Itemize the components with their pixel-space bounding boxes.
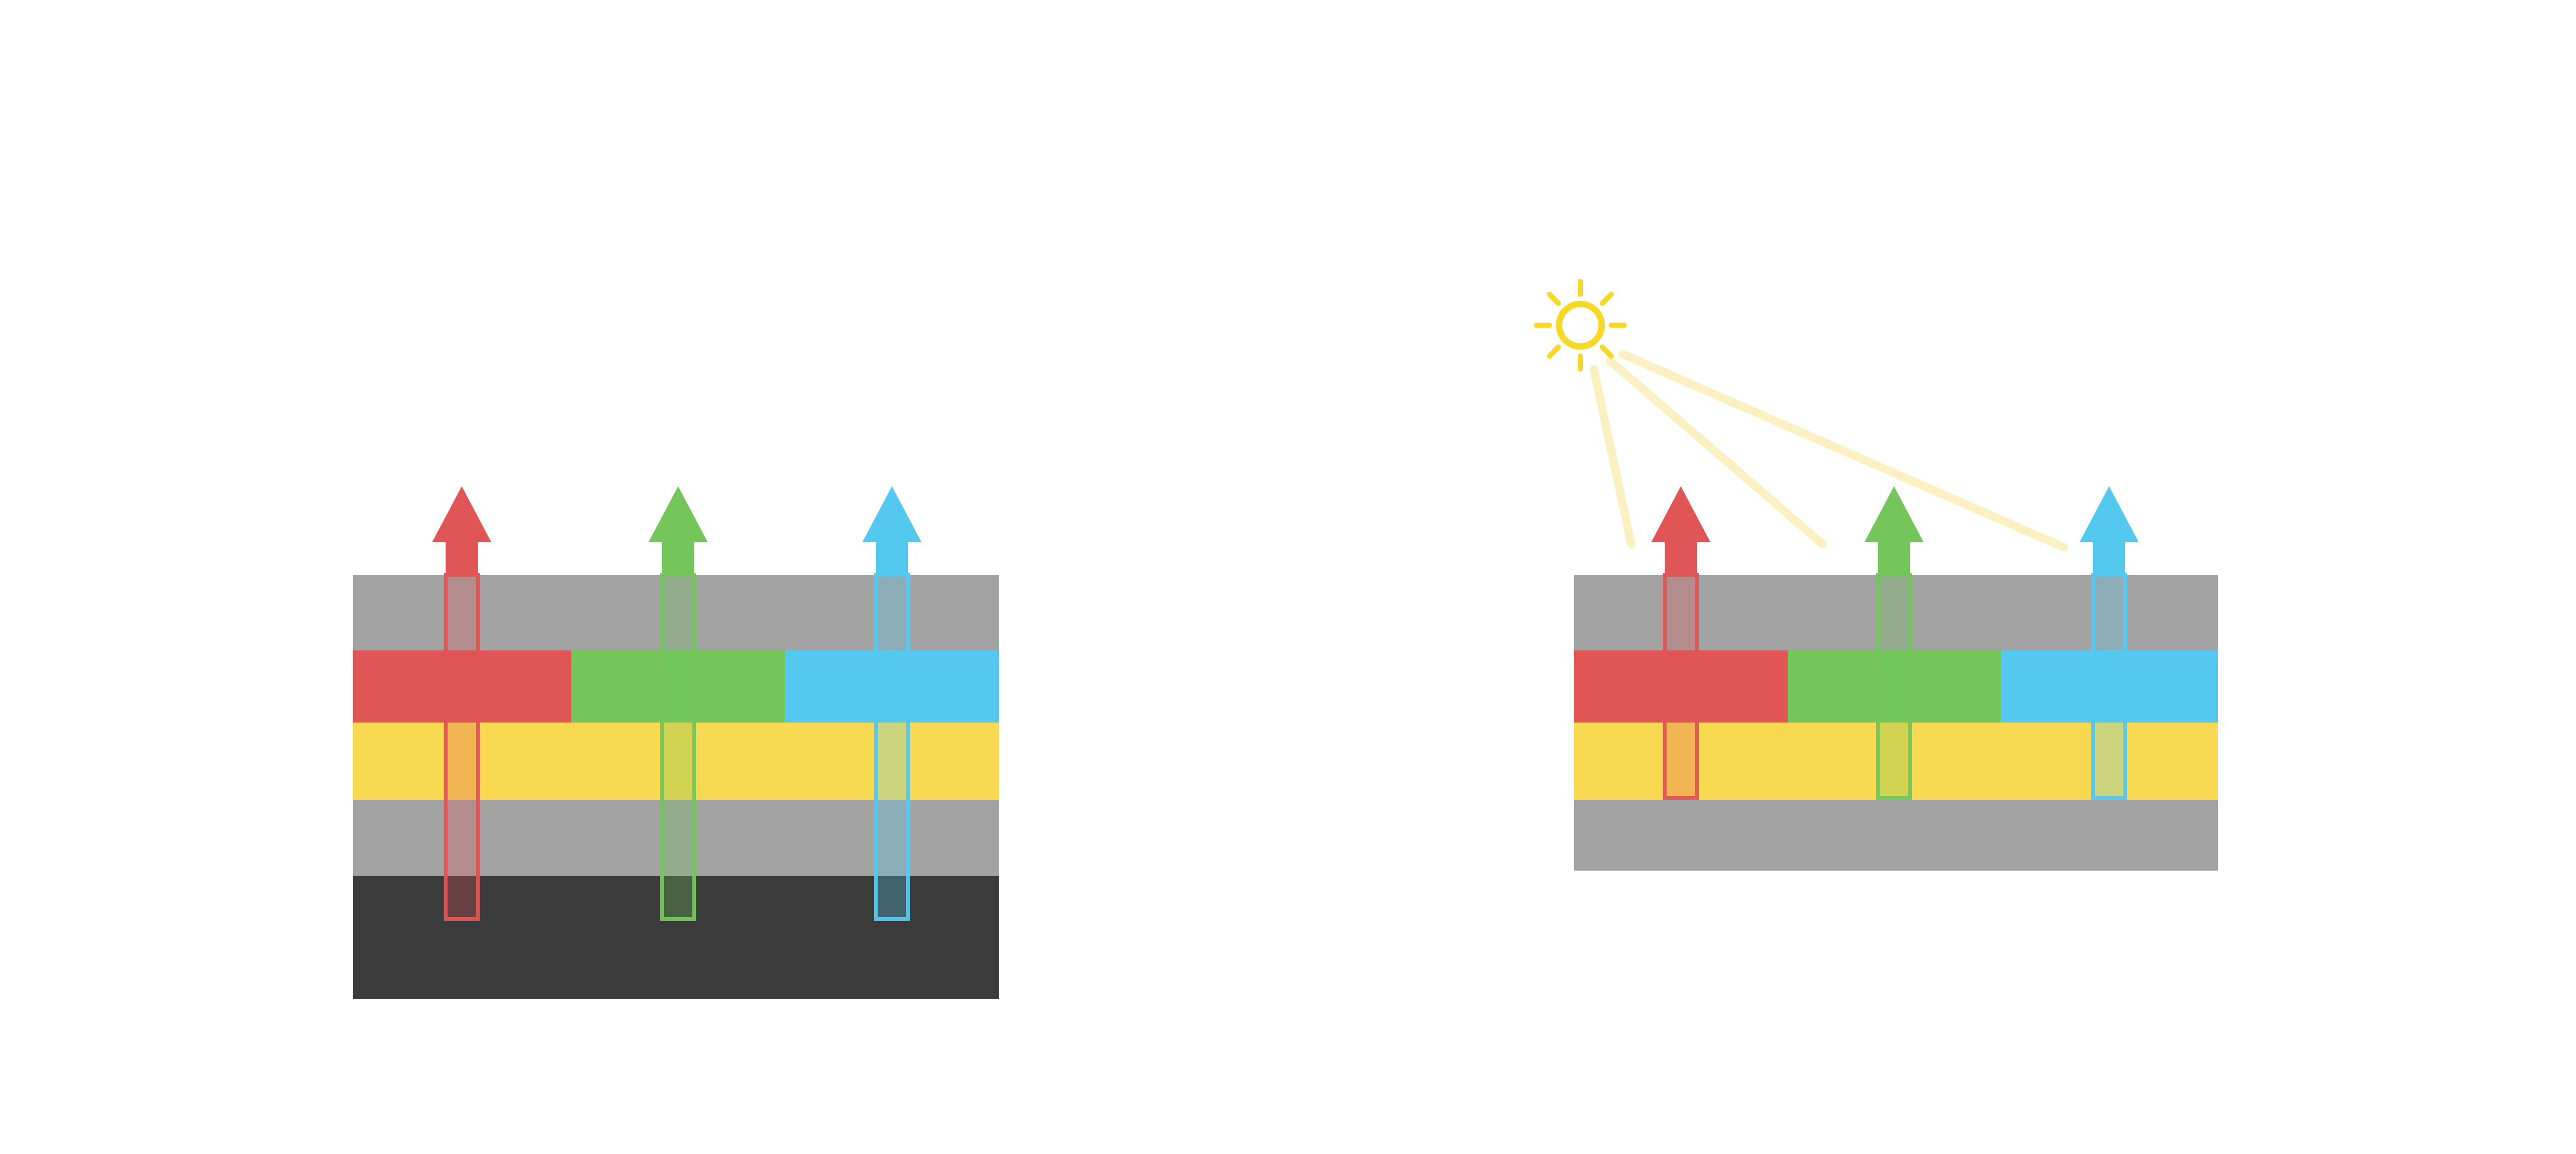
- emissive-display-diagram: [353, 575, 999, 999]
- right-top-layer: [1574, 575, 2218, 650]
- arrow-head-icon: [1864, 486, 1924, 575]
- right-middle-layer: [1574, 723, 2218, 800]
- right-subpixel-cyan: [2001, 650, 2218, 723]
- arrow-shaft: [2091, 573, 2127, 800]
- arrow-shaft: [444, 573, 480, 921]
- sun-disc: [1556, 301, 1605, 350]
- sun-ray: [1547, 345, 1561, 359]
- left-cyan-light-arrow: [862, 486, 922, 921]
- sun-ray: [1600, 292, 1614, 306]
- arrow-head-icon: [2079, 486, 2139, 575]
- left-substrate-layer: [353, 876, 999, 999]
- sunlight-beam: [1618, 350, 2069, 552]
- left-red-light-arrow: [432, 486, 491, 921]
- arrow-shaft: [1876, 573, 1912, 800]
- right-subpixel-red: [1574, 650, 1788, 723]
- arrow-shaft: [660, 573, 696, 921]
- right-green-light-arrow: [1864, 486, 1924, 800]
- arrow-shaft: [1663, 573, 1699, 800]
- reflective-display-diagram: [1574, 575, 2218, 871]
- arrow-head-icon: [1651, 486, 1710, 575]
- left-subpixel-row: [353, 650, 999, 723]
- arrow-head-icon: [862, 486, 922, 575]
- arrow-shaft: [874, 573, 910, 921]
- left-subpixel-cyan: [785, 650, 999, 723]
- right-bottom-layer: [1574, 800, 2218, 871]
- left-middle-layer: [353, 723, 999, 800]
- arrow-head-icon: [649, 486, 708, 575]
- left-subpixel-green: [571, 650, 785, 723]
- sun-ray: [1600, 345, 1614, 359]
- right-red-light-arrow: [1651, 486, 1710, 800]
- left-lower-layer: [353, 800, 999, 876]
- sun-ray: [1547, 292, 1561, 306]
- sunlight-beam: [1605, 356, 1827, 549]
- arrow-head-icon: [432, 486, 491, 575]
- sunlight-beams: [1589, 350, 2069, 552]
- left-top-layer: [353, 575, 999, 650]
- left-green-light-arrow: [649, 486, 708, 921]
- sun-icon: [1534, 279, 1627, 372]
- sunlight-beam: [1589, 365, 1636, 549]
- right-cyan-light-arrow: [2079, 486, 2139, 800]
- left-subpixel-red: [353, 650, 571, 723]
- right-subpixel-row: [1574, 650, 2218, 723]
- right-subpixel-green: [1788, 650, 2001, 723]
